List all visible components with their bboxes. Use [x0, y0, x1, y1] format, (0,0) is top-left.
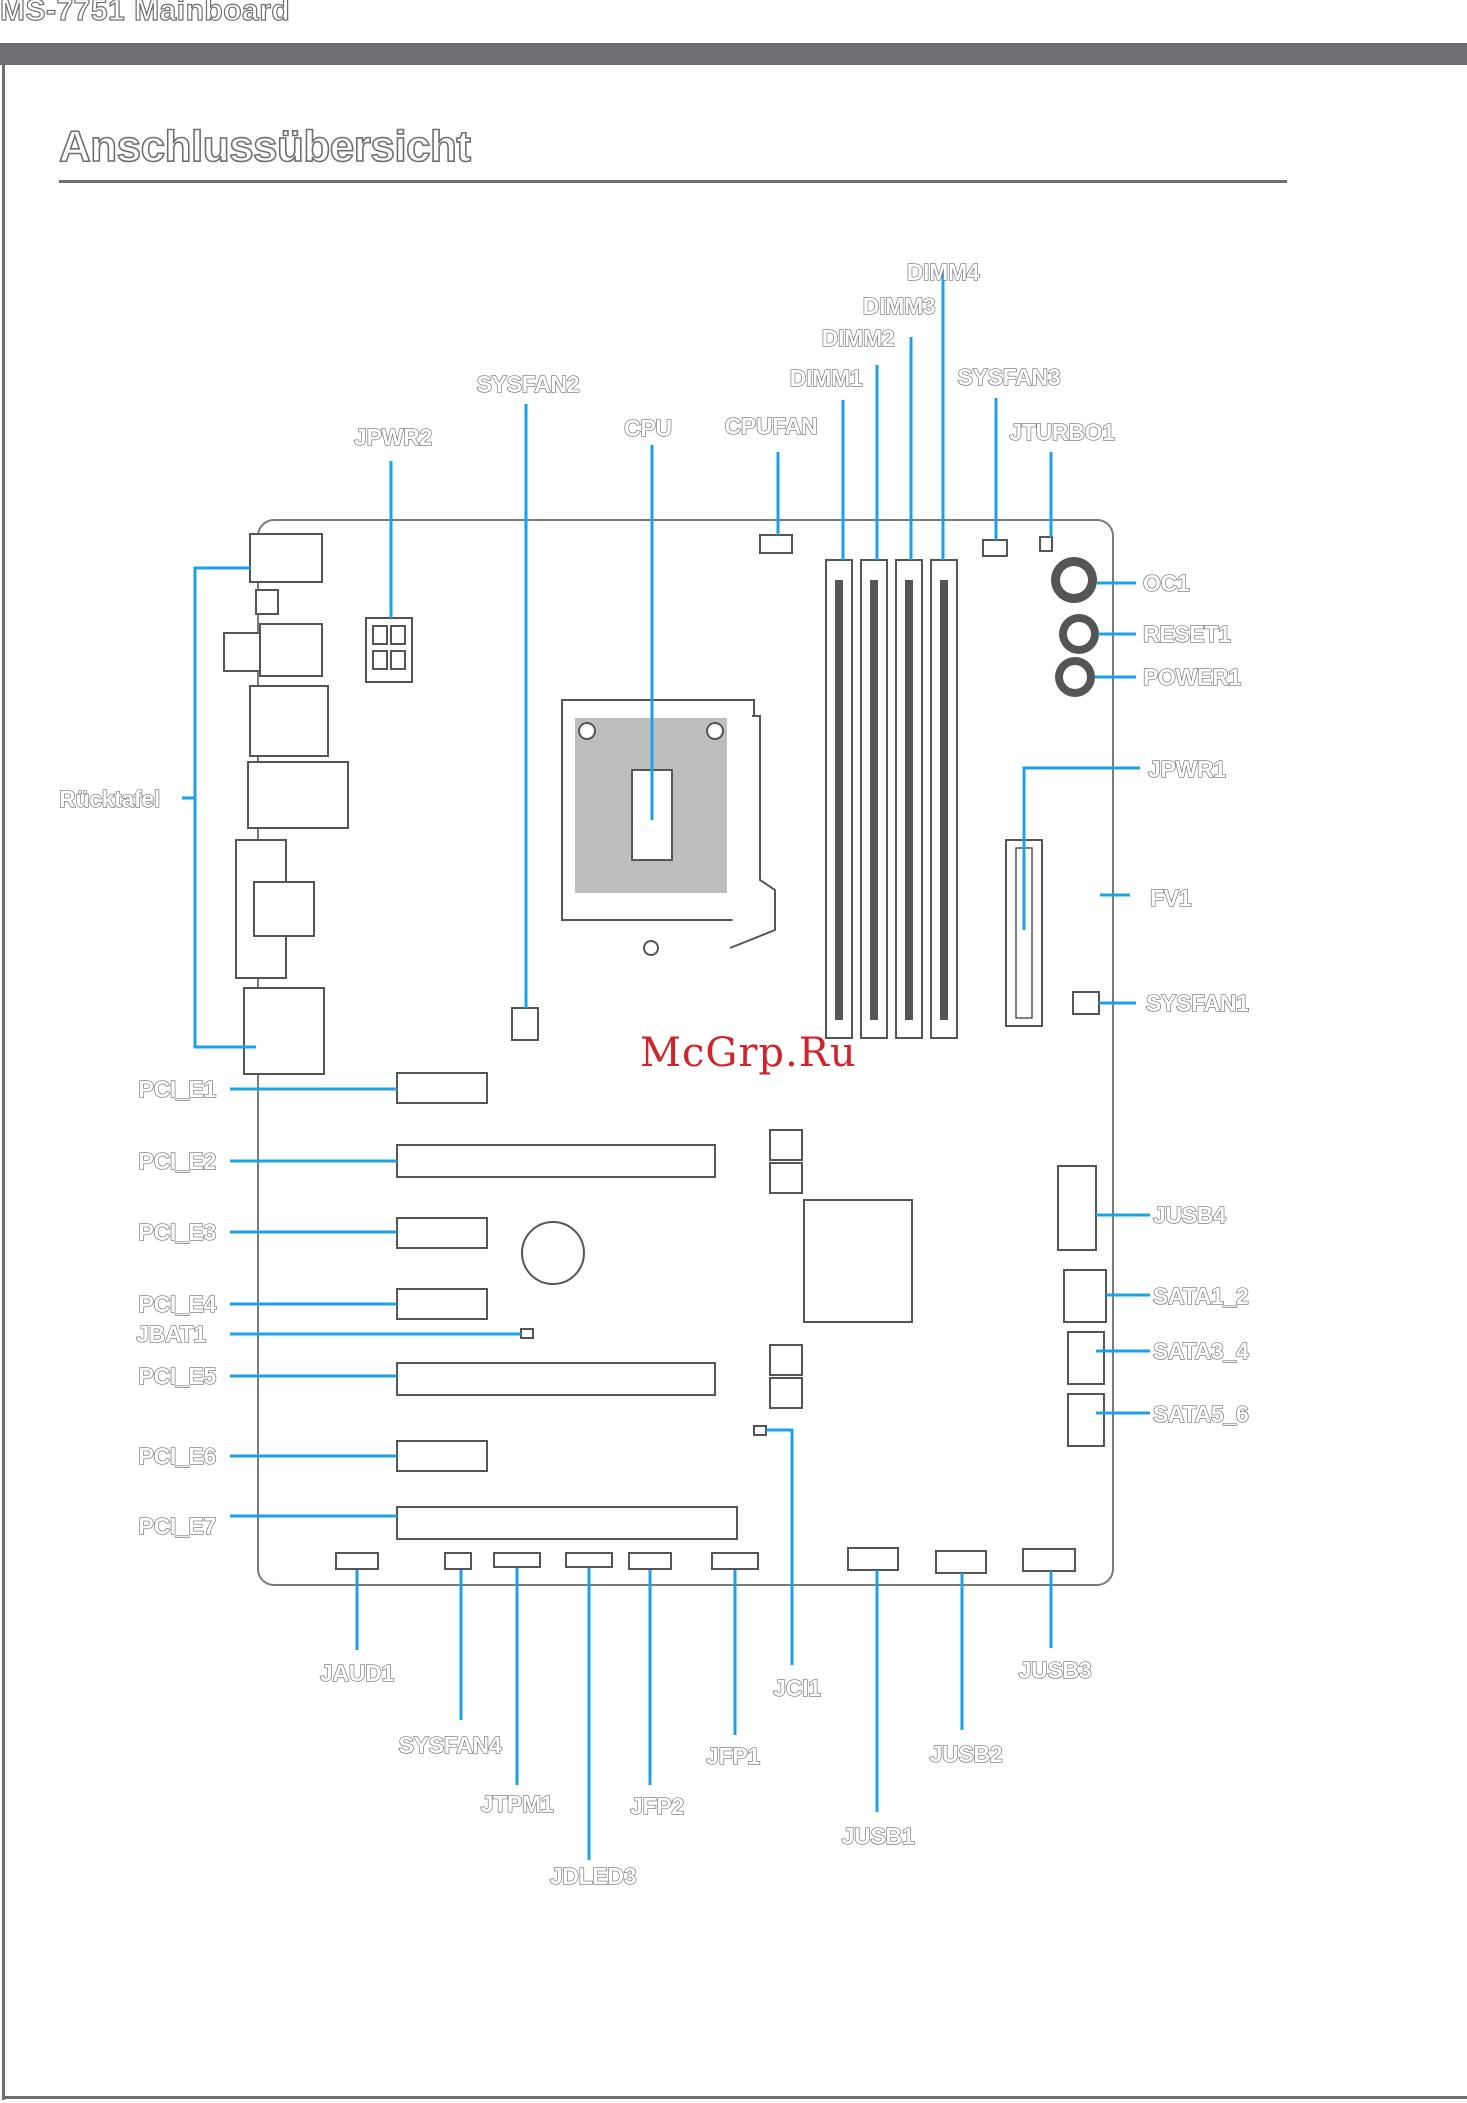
label-pci-e6: PCI_E6 [139, 1443, 216, 1469]
bottom-rule [2, 2096, 1467, 2099]
left-rule [2, 43, 5, 2100]
label-sata3-4: SATA3_4 [1153, 1338, 1249, 1364]
jusb4-connector [1057, 1165, 1097, 1251]
label-pci-e7: PCI_E7 [139, 1513, 216, 1539]
label-jpwr2: JPWR2 [354, 424, 432, 450]
label-jusb4: JUSB4 [1153, 1202, 1226, 1228]
label-dimm1: DIMM1 [790, 365, 863, 391]
label-fv1: FV1 [1150, 885, 1192, 911]
sata5_6-connector [1067, 1393, 1105, 1447]
label-dimm3: DIMM3 [863, 293, 936, 319]
label-reset1: RESET1 [1143, 621, 1231, 647]
label-oc1: OC1 [1143, 570, 1190, 596]
sysfan4-header [444, 1552, 472, 1570]
header-bar [0, 43, 1467, 65]
dimm-slots [825, 559, 958, 1039]
sata3_4-connector [1067, 1331, 1105, 1385]
onboard-buttons [1051, 557, 1099, 697]
label-jci1: JCI1 [773, 1675, 821, 1701]
label-power1: POWER1 [1143, 664, 1241, 690]
label-jdled3: JDLED3 [550, 1863, 636, 1889]
label-jfp2: JFP2 [630, 1793, 684, 1819]
label-sysfan1: SYSFAN1 [1146, 990, 1249, 1016]
pcie-slots [396, 1072, 803, 1540]
cpufan-header [759, 534, 793, 554]
label-sysfan4: SYSFAN4 [399, 1732, 502, 1758]
label-dimm2: DIMM2 [822, 325, 895, 351]
bottom-headers [335, 1547, 1076, 1574]
label-pci-e5: PCI_E5 [139, 1363, 217, 1389]
jturbo1-header [1039, 536, 1053, 552]
sata1_2-connector [1063, 1269, 1107, 1323]
watermark-text: McGrp.Ru [640, 1030, 857, 1076]
manual-header: MS-7751 Mainboard [0, 0, 291, 28]
label-jpwr1: JPWR1 [1148, 756, 1226, 782]
label-dimm4: DIMM4 [907, 259, 980, 285]
label-pci-e4: PCI_E4 [139, 1291, 217, 1317]
label-sata5-6: SATA5_6 [1153, 1401, 1248, 1427]
label-pci-e1: PCI_E1 [139, 1076, 217, 1102]
label-pci-e2: PCI_E2 [139, 1148, 216, 1174]
sysfan3-header [982, 539, 1008, 557]
jci1-header [753, 1425, 767, 1436]
chipset [803, 1199, 913, 1323]
label-pci-e3: PCI_E3 [139, 1219, 216, 1245]
label-cpu: CPU [624, 415, 672, 441]
jpwr2-connector [365, 617, 413, 683]
title-underline [59, 180, 1287, 183]
rear-io-panel [223, 533, 349, 1075]
label-jusb2: JUSB2 [930, 1741, 1003, 1767]
label-jusb1: JUSB1 [842, 1823, 915, 1849]
jbat1-jumper [520, 1328, 534, 1339]
label-sysfan3: SYSFAN3 [958, 364, 1061, 390]
cpu-socket [561, 699, 776, 956]
label-jtpm1: JTPM1 [481, 1791, 554, 1817]
label-sysfan2: SYSFAN2 [477, 371, 580, 397]
label-jusb3: JUSB3 [1019, 1657, 1092, 1683]
label-ruecktafel: Rücktafel [59, 786, 160, 812]
label-jbat1: JBAT1 [136, 1321, 206, 1347]
page-title: Anschlussübersicht [58, 121, 472, 172]
leader-lines [182, 265, 1150, 1860]
sysfan2-header [511, 1007, 539, 1041]
label-jturbo1: JTURBO1 [1009, 419, 1115, 445]
label-sata1-2: SATA1_2 [1153, 1283, 1248, 1309]
label-jaud1: JAUD1 [320, 1660, 394, 1686]
bios-battery [521, 1221, 585, 1285]
label-jfp1: JFP1 [706, 1743, 760, 1769]
label-cpufan: CPUFAN [725, 413, 818, 439]
sysfan1-header [1072, 991, 1100, 1015]
